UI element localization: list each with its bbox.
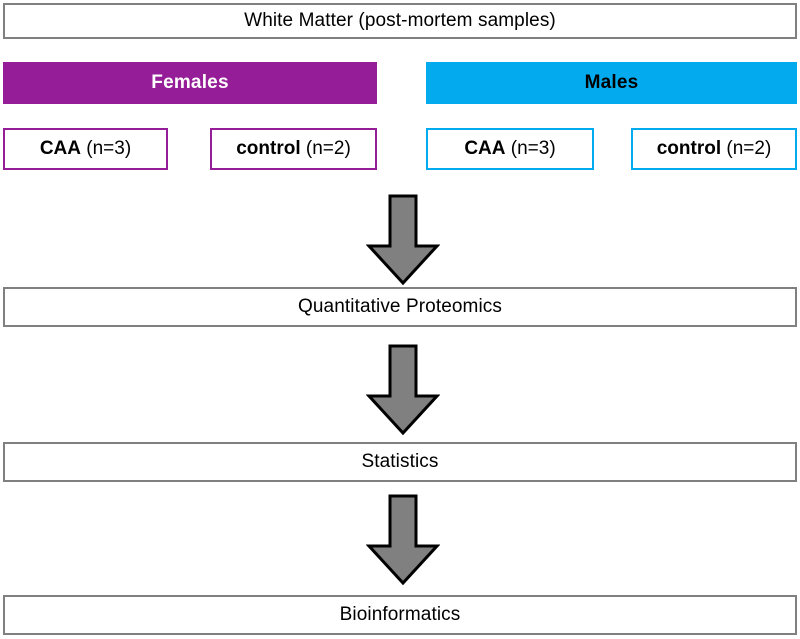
sample-condition-males-control: control [656,138,722,159]
statistics-box: Statistics [3,442,797,482]
statistics-label: Statistics [361,451,439,472]
sample-condition-females-control: control [236,138,301,159]
down-arrow-icon-to-proteomics [366,194,440,286]
down-arrow-icon-to-statistics [366,344,440,436]
group-label-males: Males [584,72,639,93]
sample-count-males-control: (n=2) [721,138,772,159]
sample-box-females-control: control (n=2) [210,128,377,170]
sample-condition-females-caa: CAA [39,138,81,159]
group-bar-males: Males [426,62,797,104]
white-matter-label: White Matter (post-mortem samples) [244,10,556,31]
sample-box-females-caa: CAA (n=3) [3,128,168,170]
white-matter-box: White Matter (post-mortem samples) [3,3,797,39]
group-bar-females: Females [3,62,377,104]
bioinformatics-box: Bioinformatics [3,595,797,635]
down-arrow-icon-to-bioinformatics [366,494,440,586]
bioinformatics-label: Bioinformatics [339,604,461,625]
sample-box-males-control: control (n=2) [631,128,797,170]
group-label-females: Females [151,72,229,93]
quantitative-proteomics-label: Quantitative Proteomics [298,296,502,317]
sample-count-females-control: (n=2) [300,138,351,159]
sample-condition-males-caa: CAA [464,138,506,159]
quantitative-proteomics-box: Quantitative Proteomics [3,287,797,327]
sample-box-males-caa: CAA (n=3) [426,128,594,170]
sample-count-males-caa: (n=3) [505,138,556,159]
sample-count-females-caa: (n=3) [81,138,132,159]
